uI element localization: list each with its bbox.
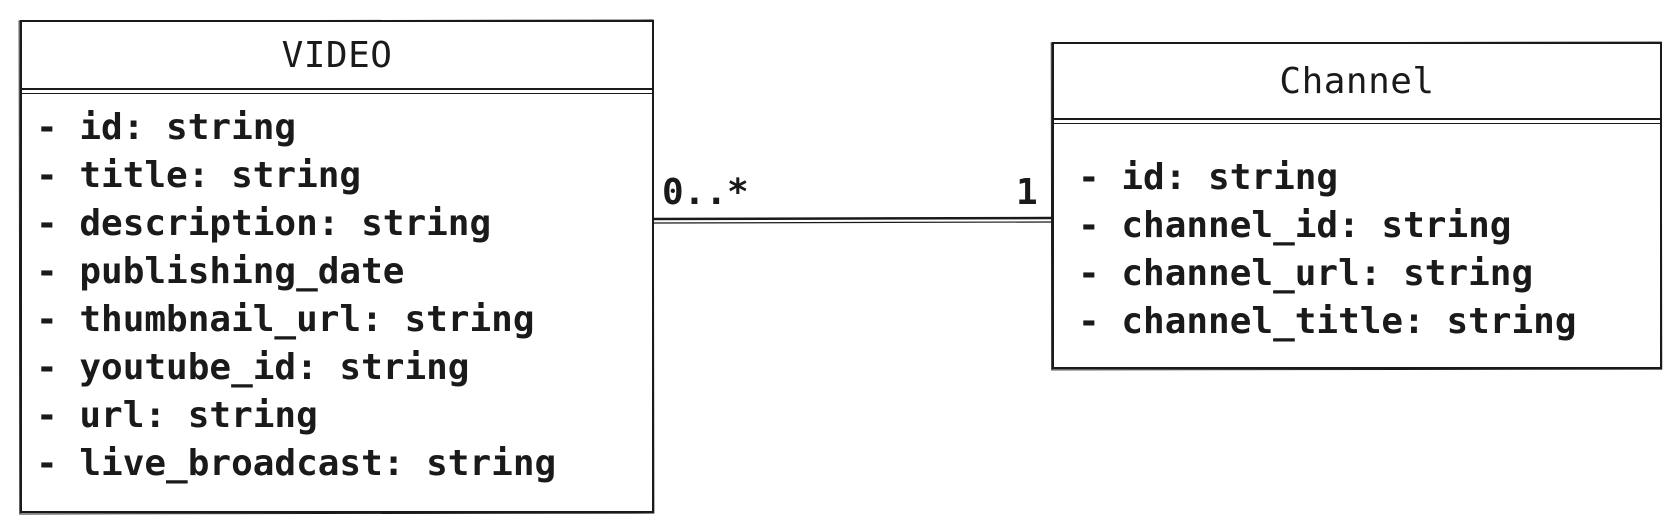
channel-class-title: Channel xyxy=(1279,60,1435,102)
channel-class-box[interactable]: Channel - id: string - channel_id: strin… xyxy=(1052,42,1662,369)
channel-multiplicity-label: 1 xyxy=(1016,172,1038,213)
channel-class-header: Channel xyxy=(1054,44,1660,124)
video-field-publishing-date: - publishing_date xyxy=(36,251,405,292)
video-field-thumbnail-url: - thumbnail_url: string xyxy=(36,299,535,340)
channel-field-channel-title: - channel_title: string xyxy=(1078,301,1577,342)
channel-field-id: - id: string xyxy=(1078,157,1339,198)
video-field-title: - title: string xyxy=(36,155,362,196)
channel-field-channel-id: - channel_id: string xyxy=(1078,205,1512,246)
video-field-list: - id: string - title: string - descripti… xyxy=(36,104,556,488)
channel-field-channel-url: - channel_url: string xyxy=(1078,253,1534,294)
video-multiplicity-label: 0..* xyxy=(662,172,749,213)
video-class-header: VIDEO xyxy=(22,22,652,94)
video-class-title: VIDEO xyxy=(281,34,393,76)
video-field-url: - url: string xyxy=(36,395,318,436)
video-class-box[interactable]: VIDEO - id: string - title: string - des… xyxy=(20,20,654,513)
video-field-id: - id: string xyxy=(36,107,297,148)
video-field-live-broadcast: - live_broadcast: string xyxy=(36,443,557,484)
channel-field-list: - id: string - channel_id: string - chan… xyxy=(1078,154,1577,346)
video-field-youtube-id: - youtube_id: string xyxy=(36,347,470,388)
video-field-description: - description: string xyxy=(36,203,492,244)
